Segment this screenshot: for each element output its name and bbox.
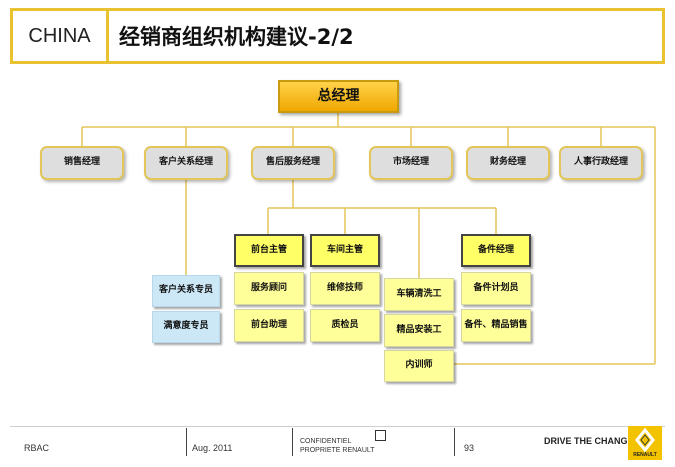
footer-slogan: DRIVE THE CHANGE <box>544 436 634 446</box>
parts-manager-node: 备件经理 <box>461 234 531 267</box>
renault-brand-text: RENAULT <box>633 452 657 458</box>
trainer-node: 内训师 <box>384 350 454 382</box>
footer-separator <box>454 428 455 456</box>
renault-diamond-icon <box>635 427 655 453</box>
footer-divider <box>10 426 665 427</box>
reception-assistant-node: 前台助理 <box>234 309 304 342</box>
parts-planner-node: 备件计划员 <box>461 272 531 305</box>
parts-sales-node: 备件、精品销售 <box>461 309 531 342</box>
dept-hr-node: 人事行政经理 <box>559 146 643 180</box>
country-label: CHINA <box>10 8 109 64</box>
footer-separator <box>292 428 293 456</box>
footer-confidential: CONFIDENTIEL PROPRIETE RENAULT <box>300 437 375 455</box>
dept-marketing-node: 市场经理 <box>369 146 453 180</box>
footer-company: RBAC <box>24 443 50 453</box>
workshop-head-node: 车间主管 <box>310 234 380 267</box>
dept-aftersales-node: 售后服务经理 <box>251 146 335 180</box>
renault-logo: RENAULT <box>628 426 662 460</box>
confidential-checkbox <box>375 430 386 441</box>
footer-page-number: 93 <box>464 443 475 453</box>
general-manager-node: 总经理 <box>278 80 399 113</box>
accessory-installer-node: 精品安装工 <box>384 314 454 347</box>
technician-node: 维修技师 <box>310 272 380 305</box>
crm-staff-node: 客户关系专员 <box>152 275 220 307</box>
service-advisor-node: 服务顾问 <box>234 272 304 305</box>
dept-sales-node: 销售经理 <box>40 146 124 180</box>
footer-separator <box>186 428 187 456</box>
reception-head-node: 前台主管 <box>234 234 304 267</box>
car-washer-node: 车辆清洗工 <box>384 278 454 311</box>
dept-crm-node: 客户关系经理 <box>144 146 228 180</box>
satisfaction-staff-node: 满意度专员 <box>152 311 220 343</box>
quality-inspector-node: 质检员 <box>310 309 380 342</box>
footer-confidential-line2: PROPRIETE RENAULT <box>300 447 375 454</box>
footer-date: Aug. 2011 <box>192 443 233 453</box>
dept-finance-node: 财务经理 <box>466 146 550 180</box>
page-title: 经销商组织机构建议-2/2 <box>106 8 665 64</box>
footer-confidential-line1: CONFIDENTIEL <box>300 438 352 445</box>
